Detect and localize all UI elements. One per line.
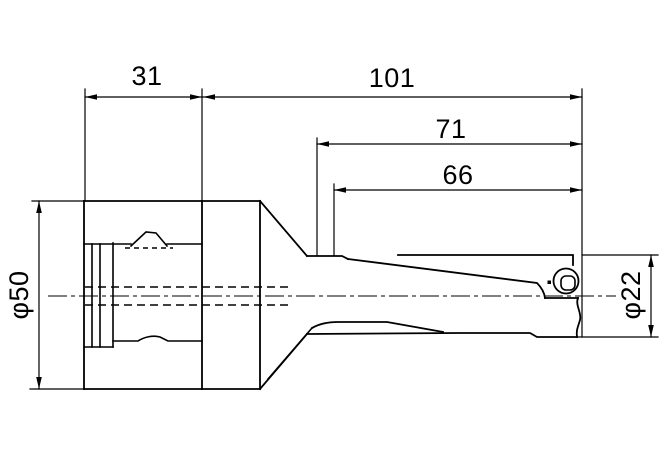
dim-66-arrow-right: [570, 187, 582, 193]
flute-silhouette-top: [346, 257, 547, 300]
taper-flute-line: [266, 326, 314, 381]
coupling-detail: [83, 231, 203, 348]
hidden-lines: [85, 286, 293, 306]
dim-101-arrow-right: [570, 94, 582, 100]
coupling-key-triangle: [129, 231, 169, 248]
dimension-66: 66: [333, 160, 583, 256]
drill-bottom-edge: [306, 332, 578, 338]
dia-50-arrow-bottom: [36, 377, 42, 389]
dim-31-arrow-right: [190, 94, 202, 100]
dia-22-arrow-top: [648, 255, 654, 267]
dimension-dia22: φ22: [577, 254, 659, 338]
dia-22-label: φ22: [616, 270, 646, 319]
drill-end-face: [575, 296, 582, 339]
dia-50-arrow-top: [36, 201, 42, 213]
taper-top-edge: [258, 199, 309, 258]
dimension-31: 31: [84, 61, 203, 202]
dia-22-arrow-bottom: [648, 325, 654, 337]
coupling-bottom-line: [83, 335, 203, 348]
insert-outline: [552, 267, 580, 295]
dim-71-label: 71: [435, 114, 466, 144]
dim-71-arrow-right: [570, 141, 582, 147]
dim-101-arrow-left: [203, 94, 215, 100]
insert-pocket-corner-dot: [547, 280, 551, 284]
dimension-101: 101: [201, 63, 583, 338]
dimension-dia50: φ50: [4, 200, 85, 390]
dia-50-label: φ50: [4, 270, 34, 319]
drill-top-edge-right: [397, 254, 574, 266]
dim-31-label: 31: [131, 61, 162, 91]
drill-top-edge-left: [306, 255, 350, 261]
dim-66-label: 66: [442, 160, 473, 190]
dim-31-arrow-left: [85, 94, 97, 100]
dim-101-label: 101: [369, 63, 416, 93]
dim-71-arrow-left: [317, 141, 329, 147]
flute-silhouette-bottom: [310, 321, 445, 334]
insert-screw-hole: [560, 275, 576, 291]
dimension-71: 71: [316, 114, 583, 256]
tool-outline: [83, 199, 582, 391]
dim-66-arrow-left: [334, 187, 346, 193]
